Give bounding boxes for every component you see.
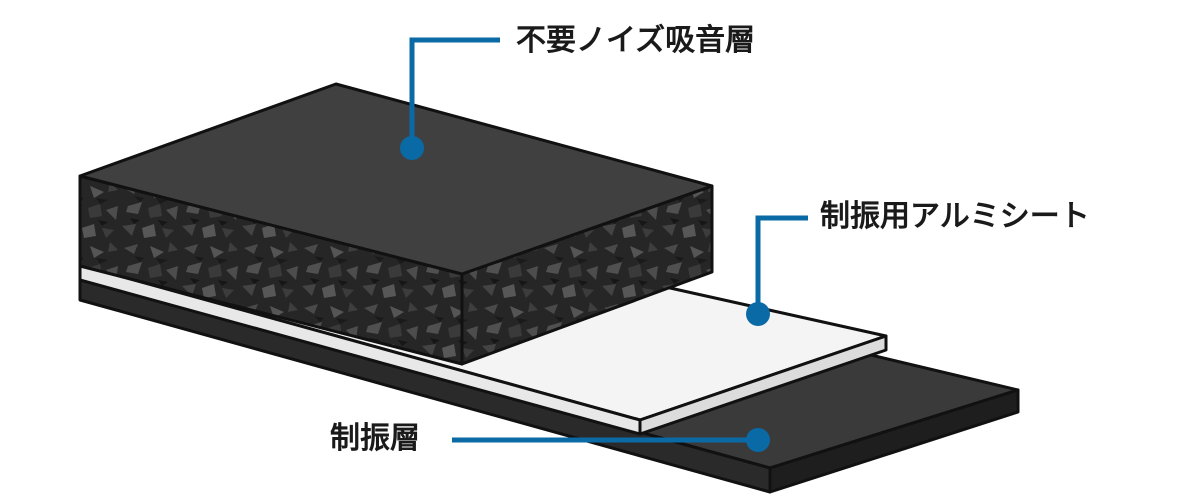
aluminum-sheet-side [638,334,888,436]
callout-dot-absorb [400,136,424,160]
callout-line-absorb [409,37,500,148]
label-aluminum-sheet: 制振用アルミシート [820,199,1090,234]
absorb-block-top [78,82,714,276]
callout-line-aluminum [755,215,808,314]
label-noise-absorption-layer: 不要ノイズ吸音層 [516,23,756,58]
label-damping-layer: 制振層 [330,421,420,456]
callout-dot-aluminum [746,302,770,326]
damping-layer-side [768,388,1020,494]
callout-dot-damping [746,428,770,452]
